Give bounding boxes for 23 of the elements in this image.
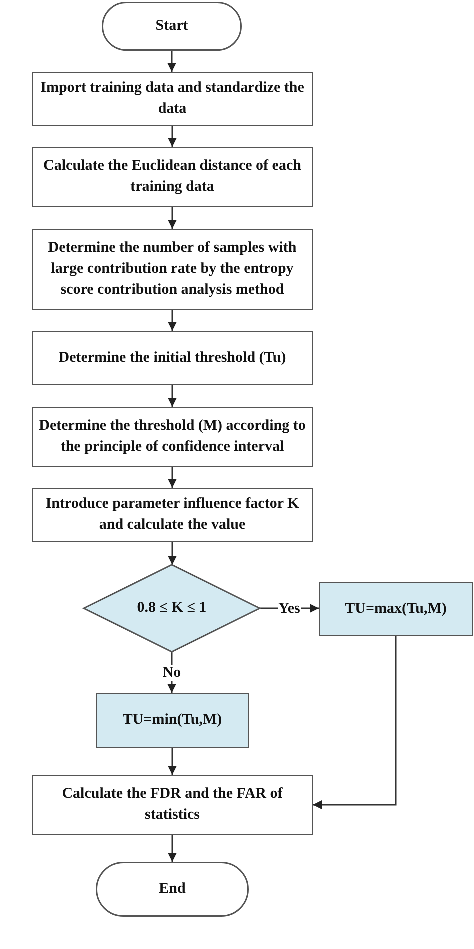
process-box [319,582,473,636]
process-box [32,488,313,542]
process-box [96,693,249,748]
edge-label: No [162,664,182,680]
process-box [32,331,313,385]
process-box [32,72,313,126]
step-text: Calculate the Euclidean distance of each training data [42,157,302,197]
step-text: Start [156,17,188,36]
edge-label: Yes [278,600,302,616]
step-text: 0.8 ≤ K ≤ 1 [137,599,207,618]
process-box [32,229,313,310]
step-text: Determine the initial threshold (Tu) [58,348,286,368]
step-text: Determine the number of samples with large contribution rate by the entropy score contribution analysis method [47,239,298,300]
step-text: Calculate the FDR and the FAR of statistics [61,785,284,825]
step-text: Import training data and standardize the data [40,79,306,119]
step-text: Introduce parameter influence factor K and calculate the value [44,495,300,535]
process-box [32,407,313,467]
step-text: TU=max(Tu,M) [345,600,447,618]
step-text: End [159,880,186,899]
step-text: Determine the threshold (M) according to the principle of confidence interval [38,417,307,457]
step-text: TU=min(Tu,M) [122,711,222,730]
process-box [32,147,313,207]
process-box [32,775,313,835]
